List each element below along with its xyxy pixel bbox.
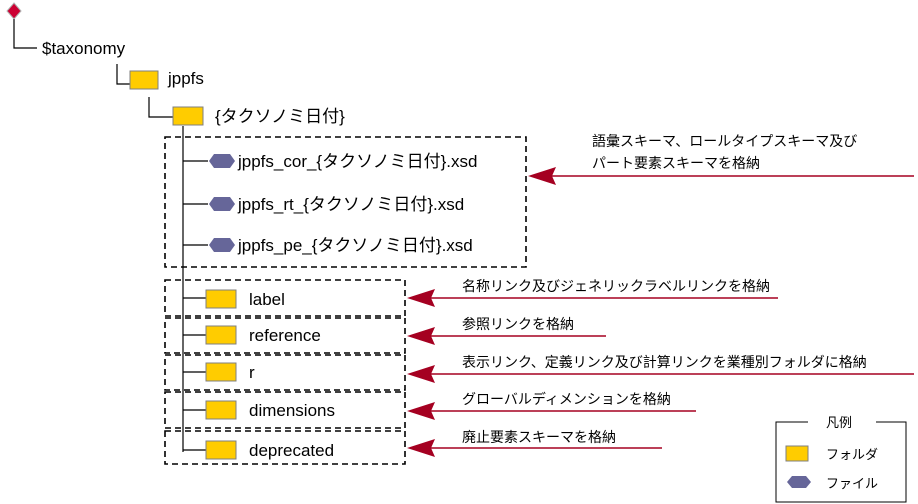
subfolder-deprecated-label: deprecated	[249, 441, 334, 460]
note-label: 名称リンク及びジェネリックラベルリンクを格納	[462, 278, 770, 294]
root-label: $taxonomy	[42, 39, 126, 58]
file-pe-label: jppfs_pe_{タクソノミ日付}.xsd	[237, 236, 473, 255]
legend-folder-label: フォルダ	[826, 447, 878, 462]
note-files-line2: パート要素スキーマを格納	[592, 155, 760, 171]
legend: 凡例 フォルダ ファイル	[775, 415, 907, 503]
folder-icon	[205, 400, 237, 420]
folder-jppfs-label: jppfs	[167, 69, 204, 88]
callout-arrows	[407, 167, 914, 457]
file-cor-label: jppfs_cor_{タクソノミ日付}.xsd	[237, 152, 477, 171]
folder-icon	[205, 325, 237, 345]
folder-icon	[205, 440, 237, 460]
subfolder-dimensions-label: dimensions	[249, 401, 335, 420]
subfolder-r-label: r	[249, 363, 255, 382]
file-icon	[209, 154, 235, 168]
root-diamond-icon	[6, 2, 22, 20]
tree-connectors	[13, 19, 208, 452]
subfolder-boxes	[164, 279, 406, 465]
folder-icon	[785, 445, 809, 462]
note-files-line1: 語彙スキーマ、ロールタイプスキーマ及び	[592, 133, 857, 149]
folder-icon	[205, 289, 237, 309]
subfolder-label-label: label	[249, 290, 285, 309]
note-deprecated: 廃止要素スキーマを格納	[462, 429, 616, 445]
file-icon	[209, 238, 235, 252]
note-r: 表示リンク、定義リンク及び計算リンクを業種別フォルダに格納	[462, 354, 867, 370]
folder-date-label: {タクソノミ日付}	[215, 107, 345, 126]
note-reference: 参照リンクを格納	[462, 316, 574, 332]
subfolder-reference-label: reference	[249, 326, 321, 345]
folder-icon	[129, 70, 159, 90]
file-icon	[787, 476, 811, 488]
legend-file-label: ファイル	[826, 476, 878, 491]
folder-icon	[205, 362, 237, 382]
file-icon	[209, 197, 235, 211]
folder-icon	[172, 106, 204, 126]
legend-title: 凡例	[826, 415, 852, 430]
file-rt-label: jppfs_rt_{タクソノミ日付}.xsd	[237, 195, 464, 214]
note-dimensions: グローバルディメンションを格納	[462, 391, 671, 407]
files-group-box	[164, 136, 527, 268]
